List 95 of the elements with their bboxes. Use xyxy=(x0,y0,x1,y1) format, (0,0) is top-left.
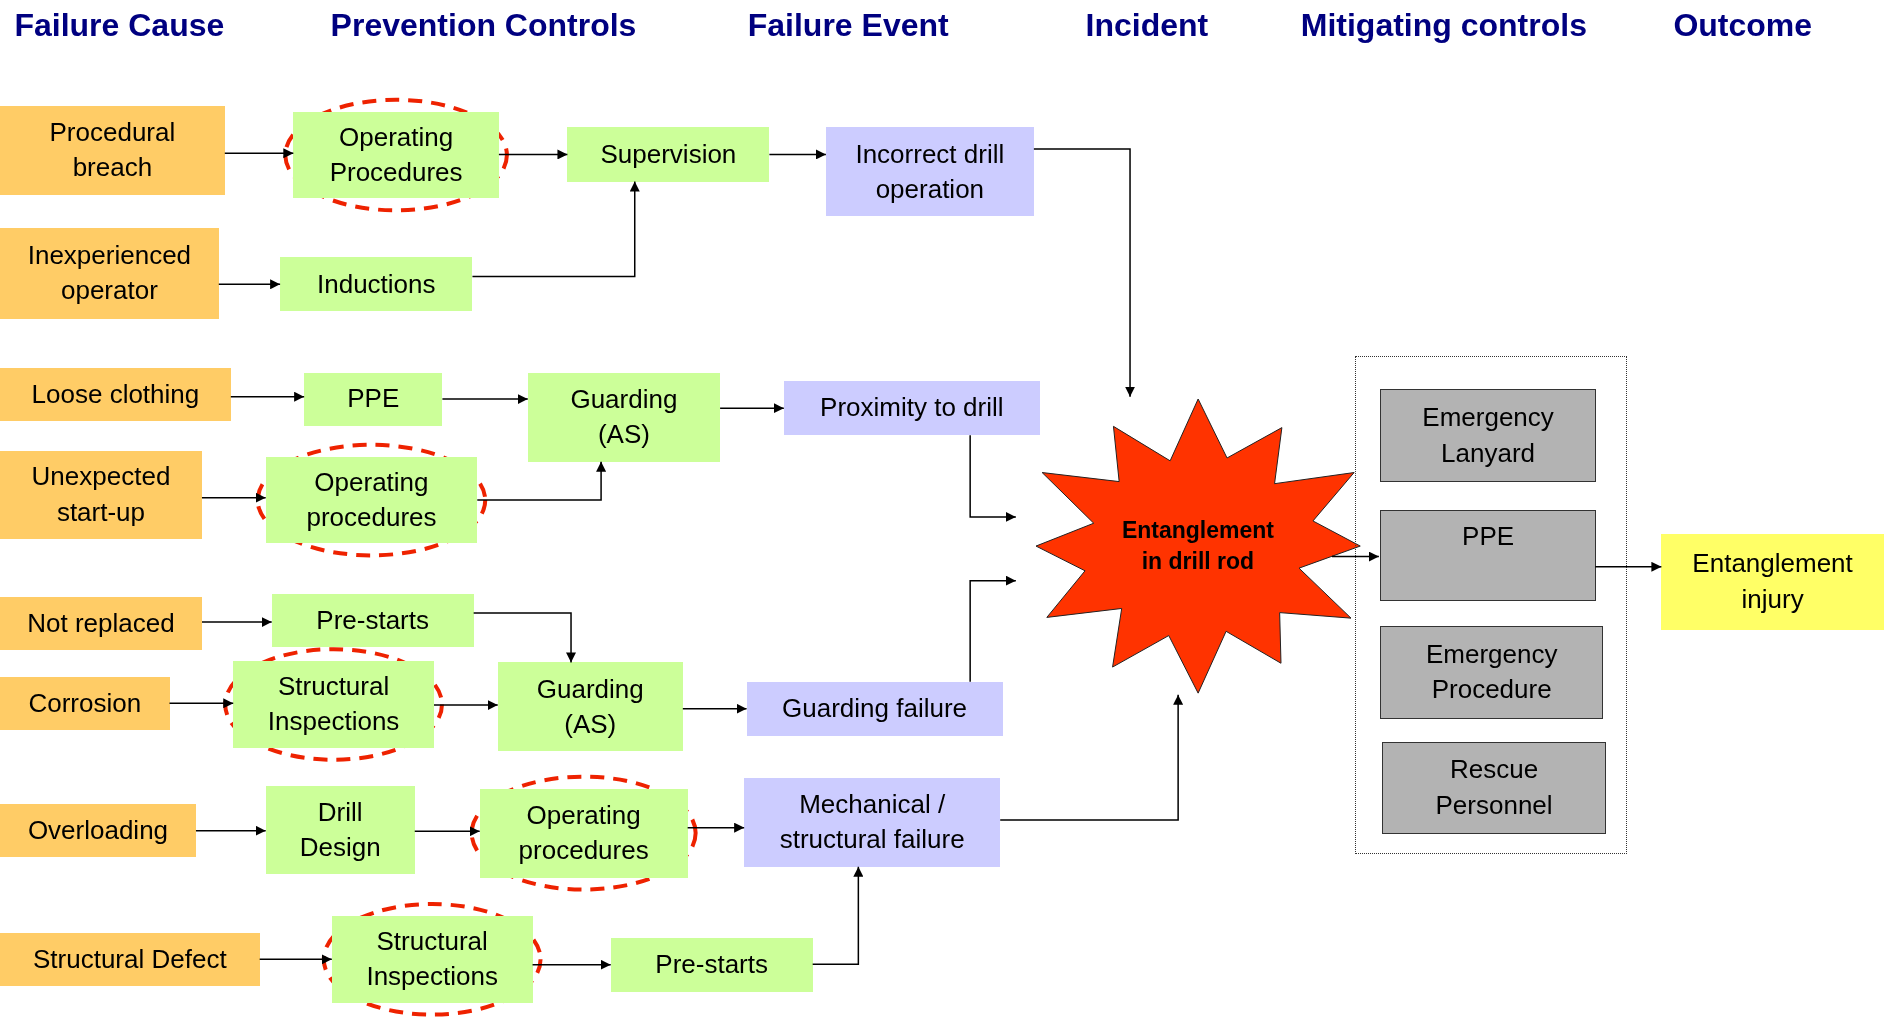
mitigation-box xyxy=(1379,626,1604,719)
arrow xyxy=(201,492,267,503)
control-box xyxy=(304,372,443,426)
arrow xyxy=(686,822,745,833)
incident-label: Entanglement in drill rod xyxy=(1120,515,1275,576)
node-label: Drill Design xyxy=(298,795,382,865)
node-label: Entanglement injury xyxy=(1691,547,1854,616)
column-heading: Failure Event xyxy=(747,7,949,44)
arrow xyxy=(531,959,612,970)
node-label: Emergency Procedure xyxy=(1424,638,1559,707)
cause-box xyxy=(0,450,202,539)
control-box xyxy=(293,111,499,199)
arrow xyxy=(969,575,1017,683)
node-label: Procedural breach xyxy=(48,115,177,185)
arrow xyxy=(414,826,481,837)
cause-box xyxy=(0,597,202,651)
mitigation-box xyxy=(1379,389,1597,482)
control-box xyxy=(265,786,415,874)
arrow xyxy=(218,279,281,290)
column-heading: Outcome xyxy=(1673,7,1813,44)
arrow xyxy=(682,703,748,714)
arrow xyxy=(224,148,295,159)
node-label: PPE xyxy=(347,382,400,416)
mitigation-group-box xyxy=(1354,355,1627,854)
event-box xyxy=(783,381,1040,436)
node-label: Pre-starts xyxy=(316,603,429,637)
node-label: PPE xyxy=(1462,519,1515,553)
arrow xyxy=(768,149,827,160)
cause-box xyxy=(0,228,219,319)
column-heading: Failure Cause xyxy=(14,7,225,44)
node-label: Unexpected start-up xyxy=(30,460,172,529)
arrow xyxy=(969,434,1017,522)
control-box xyxy=(497,662,683,752)
node-label: Pre-starts xyxy=(655,948,768,982)
node-label: Proximity to drill xyxy=(820,391,1004,425)
arrow xyxy=(472,612,577,664)
cause-box xyxy=(0,105,225,195)
cause-box xyxy=(0,676,170,730)
control-box xyxy=(280,257,473,312)
arrow xyxy=(230,391,305,402)
node-label: Structural Inspections xyxy=(266,670,401,739)
node-label: Operating procedures xyxy=(517,798,650,868)
arrow xyxy=(498,149,569,160)
node-label: Not replaced xyxy=(27,607,175,641)
node-label: Supervision xyxy=(600,137,737,171)
node-label: Corrosion xyxy=(28,686,142,720)
arrow xyxy=(441,394,529,405)
node-label: Structural Defect xyxy=(33,942,227,976)
event-box xyxy=(744,777,1001,867)
arrow xyxy=(471,180,640,278)
node-label: Mechanical / structural failure xyxy=(778,787,966,857)
node-label: Overloading xyxy=(27,814,169,847)
node-label: Rescue Personnel xyxy=(1434,753,1554,822)
arrow xyxy=(258,954,333,965)
arrow xyxy=(999,694,1184,821)
arrow xyxy=(1331,551,1380,562)
arrow xyxy=(201,617,273,628)
node-label: Guarding (AS) xyxy=(569,382,679,452)
arrow xyxy=(195,825,267,836)
node-label: Emergency Lanyard xyxy=(1421,401,1555,470)
node-label: Inexperienced operator xyxy=(26,239,193,308)
column-heading: Prevention Controls xyxy=(330,7,637,44)
control-box xyxy=(331,916,533,1003)
column-heading: Mitigating controls xyxy=(1300,7,1587,44)
control-box xyxy=(233,661,434,748)
control-box xyxy=(567,127,770,182)
control-box xyxy=(527,372,721,462)
node-label: Inductions xyxy=(317,267,436,301)
column-heading: Incident xyxy=(1085,7,1209,44)
arrow xyxy=(1594,561,1663,572)
cause-box xyxy=(0,367,231,421)
mitigation-box xyxy=(1379,509,1597,601)
control-box xyxy=(610,937,813,992)
node-label: Guarding failure xyxy=(782,692,968,725)
event-box xyxy=(746,681,1003,736)
node-label: Operating Procedures xyxy=(328,120,464,190)
node-label: Loose clothing xyxy=(31,377,200,411)
arrow xyxy=(476,460,607,501)
outcome-box xyxy=(1661,533,1884,630)
mitigation-box xyxy=(1382,741,1606,835)
node-label: Guarding (AS) xyxy=(535,672,645,741)
control-box xyxy=(479,788,688,878)
node-label: Incorrect drill operation xyxy=(854,137,1006,206)
arrow xyxy=(1033,148,1136,398)
node-label: Operating procedures xyxy=(305,465,438,535)
cause-box xyxy=(0,804,196,858)
control-box xyxy=(265,456,478,544)
control-box xyxy=(271,593,474,647)
arrow xyxy=(168,698,234,709)
arrow xyxy=(433,700,499,711)
event-box xyxy=(825,127,1034,217)
cause-box xyxy=(0,932,260,986)
arrow xyxy=(719,403,785,414)
arrow xyxy=(811,866,864,965)
node-label: Structural Inspections xyxy=(365,924,499,994)
